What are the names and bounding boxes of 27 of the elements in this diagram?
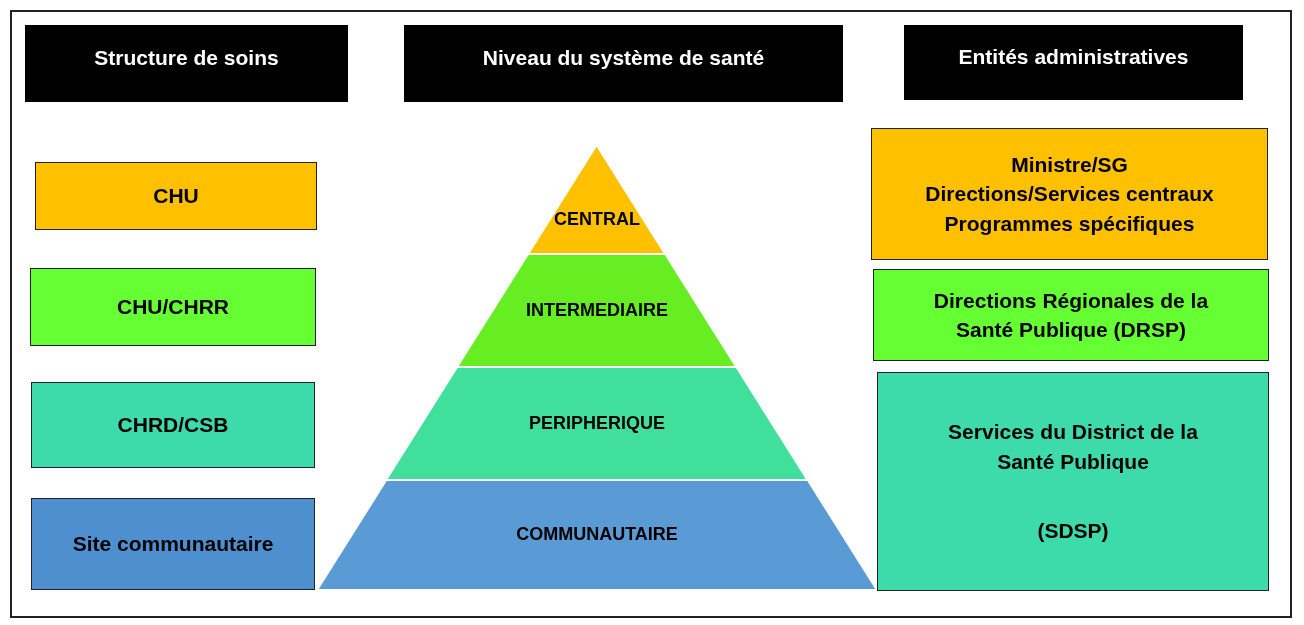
column-header xyxy=(25,25,348,102)
column-header xyxy=(904,25,1243,100)
box-label: Directions/Services centraux xyxy=(925,181,1214,208)
tier-label: INTERMEDIAIRE xyxy=(526,298,668,322)
box-label: Programmes spécifiques xyxy=(944,210,1195,237)
level-box xyxy=(31,382,315,468)
box-label: (SDSP) xyxy=(1037,518,1109,545)
level-box xyxy=(873,269,1269,361)
level-box xyxy=(35,162,317,230)
box-label: Services du District de la Santé Publique xyxy=(947,419,1199,475)
header-text: Niveau du système de santé xyxy=(482,44,765,71)
header-text: Entités administratives xyxy=(958,43,1189,70)
level-box xyxy=(31,498,315,590)
level-box xyxy=(877,372,1269,591)
level-box xyxy=(30,268,316,346)
level-box xyxy=(871,128,1268,260)
tier-label: COMMUNAUTAIRE xyxy=(516,523,678,547)
box-label: Directions Régionales de la Santé Publique (DRSP) xyxy=(932,287,1210,343)
box-label: CHRD/CSB xyxy=(117,412,229,439)
box-label: Site communautaire xyxy=(72,531,274,558)
tier-label: CENTRAL xyxy=(554,207,640,231)
box-label: CHU/CHRR xyxy=(117,294,229,321)
box-label: Ministre/SG xyxy=(1011,151,1128,178)
header-text: Structure de soins xyxy=(94,44,279,71)
tier-label: PERIPHERIQUE xyxy=(528,411,665,435)
box-label: CHU xyxy=(153,183,199,210)
column-header xyxy=(404,25,843,102)
